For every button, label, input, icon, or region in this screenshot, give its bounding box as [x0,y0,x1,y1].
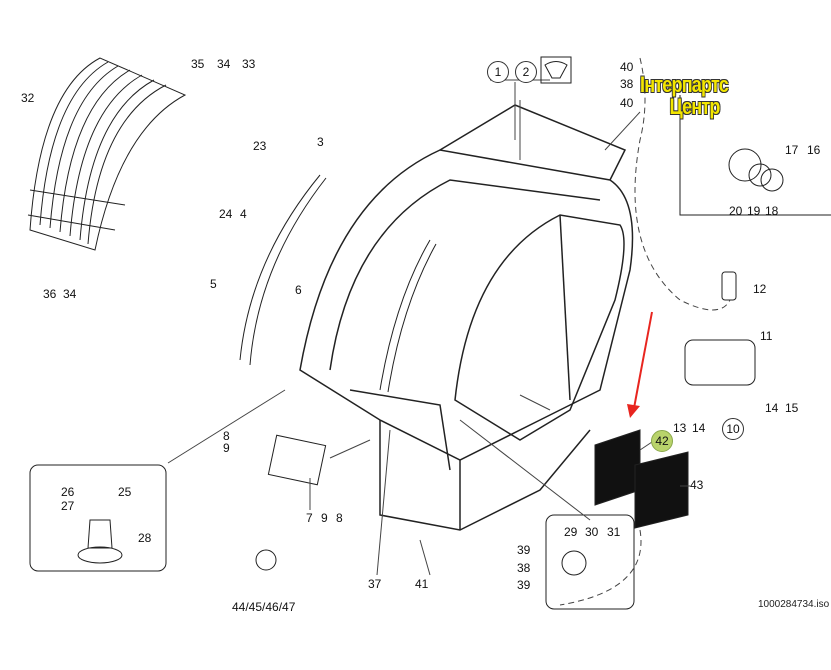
label-36: 36 [43,287,57,301]
label-14: 14 [765,401,779,415]
label-12: 12 [753,282,767,296]
filter-42 [594,429,641,506]
leader-lines [167,57,731,606]
label-32: 32 [21,91,35,105]
label-15: 15 [785,401,799,415]
drawing-reference: 1000284734.iso [758,599,830,610]
label-5: 5 [210,277,217,291]
damper-detail-box [545,514,635,610]
label-23: 23 [253,139,267,153]
washer-reservoir [684,339,756,386]
label-14b: 14 [692,421,706,435]
label-18: 18 [765,204,779,218]
wiper-parts [239,174,437,486]
label-25: 25 [118,485,132,499]
label-19: 19 [747,204,761,218]
callout-2: 2 [515,61,537,83]
label-4: 4 [240,207,247,221]
label-26: 26 [61,485,75,499]
grille-part [27,57,187,251]
label-11: 11 [760,329,773,343]
label-34: 34 [217,57,231,71]
label-29: 29 [564,525,578,539]
label-30: 30 [585,525,599,539]
cab-frame [299,104,634,531]
label-9b: 9 [321,511,328,525]
label-9: 9 [223,441,230,455]
label-44-45-46-47: 44/45/46/47 [232,600,296,614]
label-6: 6 [295,283,302,297]
label-40b: 40 [620,96,634,110]
label-43: 43 [690,478,704,492]
label-20: 20 [729,204,743,218]
callout-1: 1 [487,61,509,83]
label-13: 13 [673,421,687,435]
label-24: 24 [219,207,233,221]
label-8: 8 [223,429,230,443]
label-3: 3 [317,135,324,149]
filter-43 [634,451,689,529]
label-33: 33 [242,57,256,71]
vent-detail-box [679,95,831,216]
label-37: 37 [368,577,382,591]
label-8b: 8 [336,511,343,525]
callout-10: 10 [722,418,744,440]
label-35: 35 [191,57,205,71]
mount-detail-box [29,464,167,572]
label-17: 17 [785,143,799,157]
label-31: 31 [607,525,621,539]
label-39: 39 [517,543,531,557]
washer-pump [721,271,737,301]
label-39b: 39 [517,578,531,592]
heater-symbol-icon [540,56,572,84]
label-27: 27 [61,499,75,513]
label-41: 41 [415,577,429,591]
label-38: 38 [620,77,634,91]
label-40: 40 [620,60,634,74]
callout-42-highlighted: 42 [651,430,673,452]
label-34b: 34 [63,287,77,301]
label-38b: 38 [517,561,531,575]
red-arrow-indicator [627,311,653,418]
vent-part [728,148,762,182]
label-28: 28 [138,531,152,545]
label-7: 7 [306,511,313,525]
label-16: 16 [807,143,821,157]
